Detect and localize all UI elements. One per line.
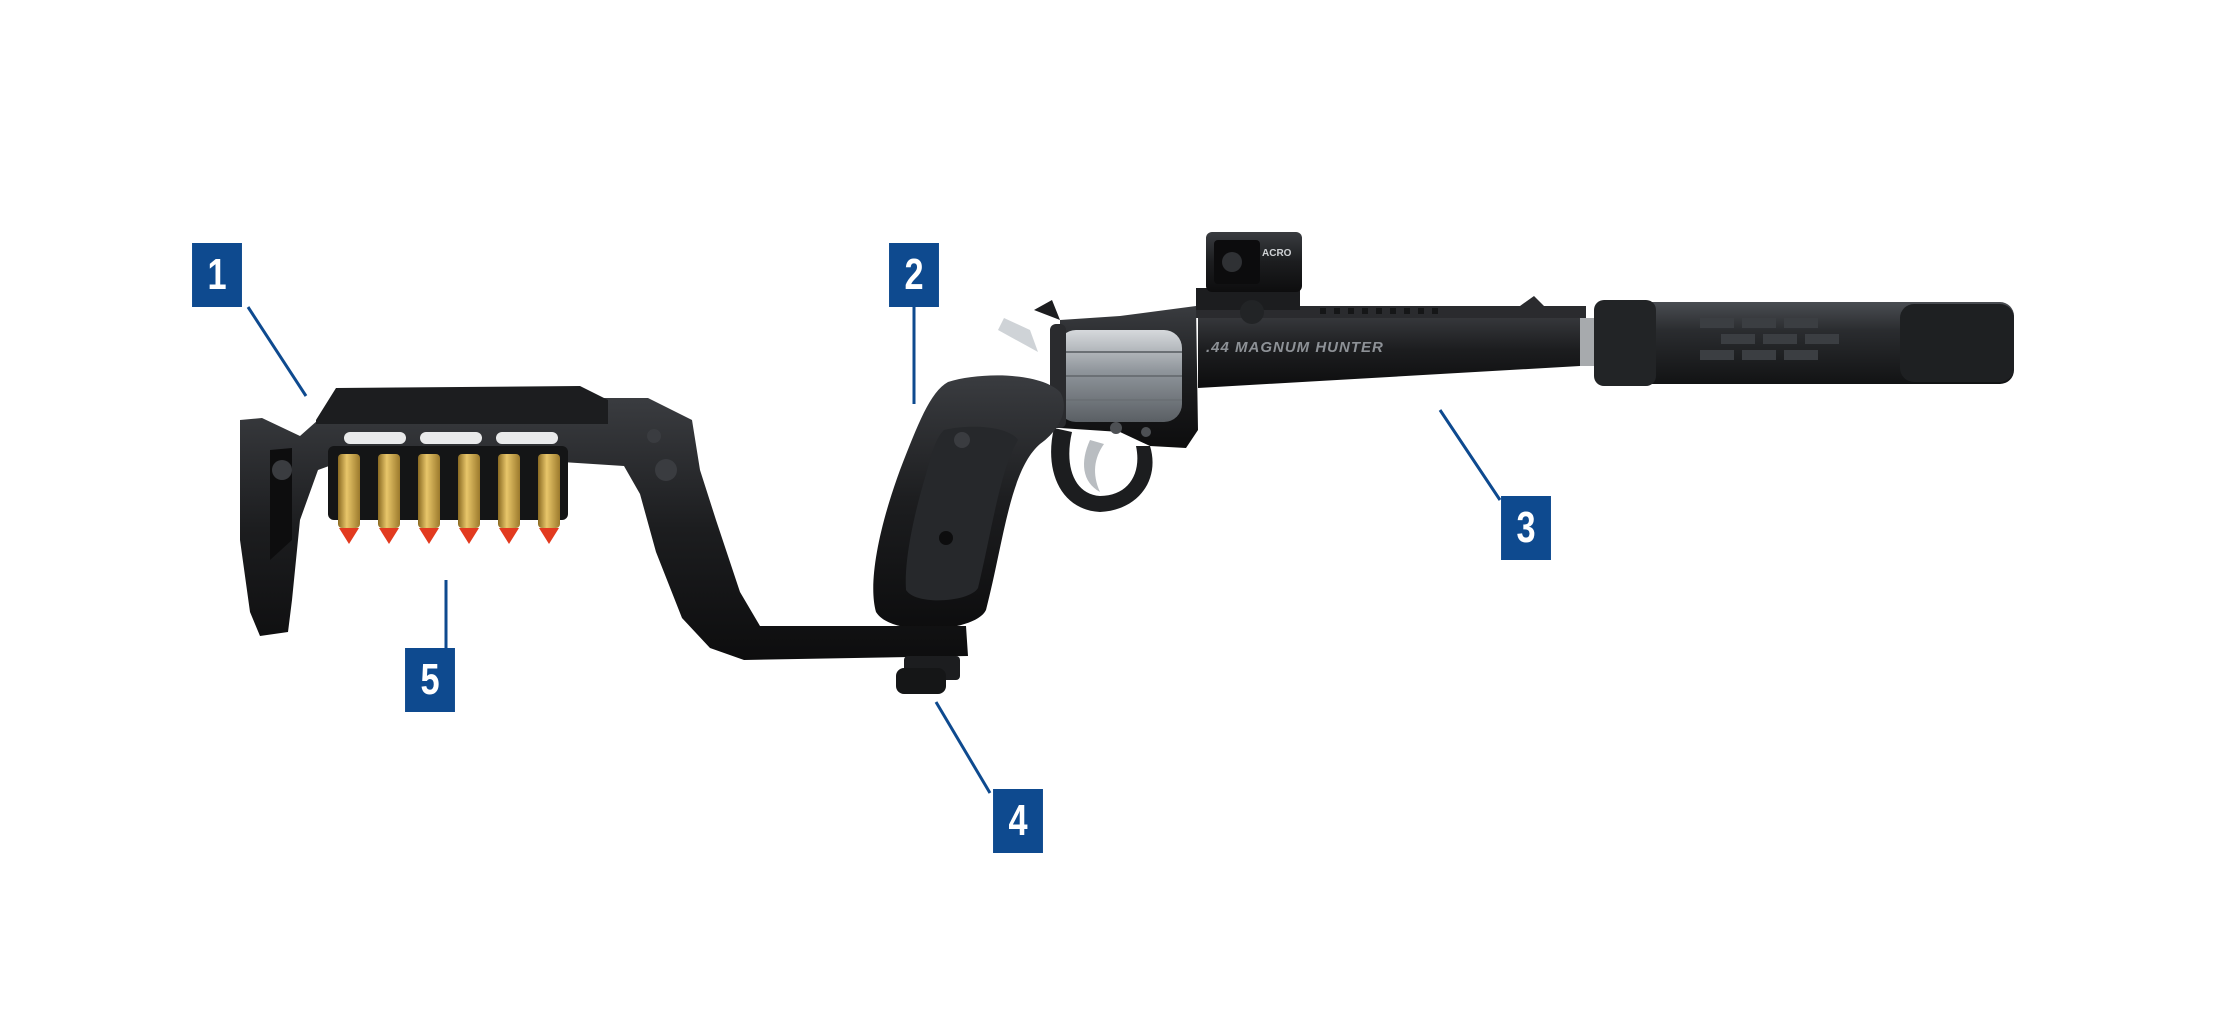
callout-5: 5: [405, 648, 455, 712]
suppressor: [1578, 300, 2014, 386]
callout-1: 1: [192, 243, 242, 307]
stock-mount-knob: [896, 668, 946, 694]
leader-line-1: [246, 306, 308, 397]
red-dot-optic: ACRO: [1196, 232, 1302, 324]
revolver-frame: [998, 300, 1198, 448]
barrel: .44 MAGNUM HUNTER: [1196, 296, 1586, 388]
barrel-engraving: .44 MAGNUM HUNTER: [1206, 339, 1384, 356]
leader-line-4: [934, 701, 992, 794]
trigger: [1084, 440, 1104, 492]
grip: [873, 375, 1064, 630]
optic-marking: ACRO: [1262, 248, 1292, 259]
cartridge-holder: [328, 446, 568, 544]
folding-stock: [240, 398, 968, 694]
trigger-guard: [1051, 428, 1153, 512]
callout-4: 4: [993, 789, 1043, 853]
callout-2: 2: [889, 243, 939, 307]
leader-line-3: [1438, 409, 1502, 501]
stock-cheek-rest: [316, 386, 608, 424]
callout-3: 3: [1501, 496, 1551, 560]
